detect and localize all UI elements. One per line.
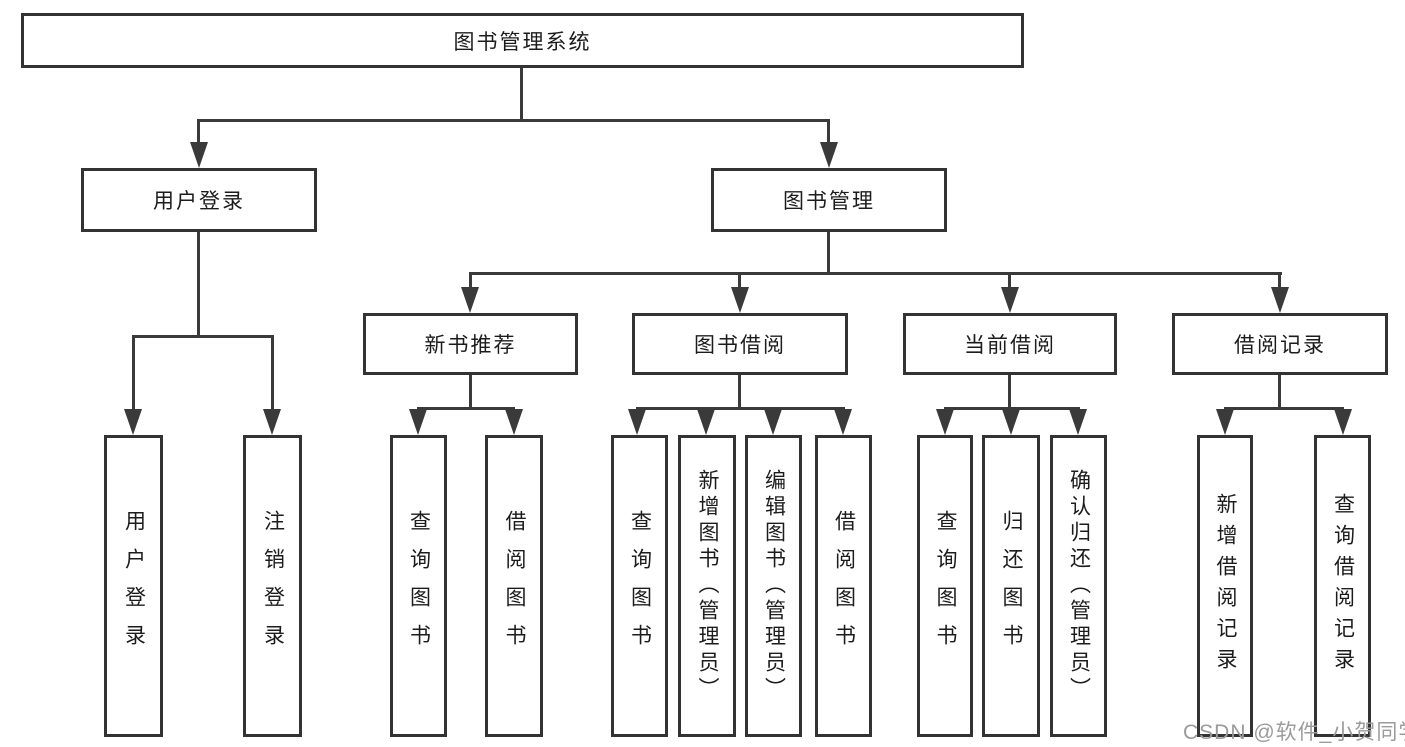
arrowhead-current-query-icon bbox=[936, 409, 954, 435]
csdn-watermark: CSDN @软件_小贺同学 bbox=[1183, 721, 1405, 744]
arrowhead-current-confirm-icon bbox=[1069, 409, 1087, 435]
connector-current-borrowing-branch bbox=[944, 407, 1080, 410]
connector-book-borrowing-branch bbox=[636, 407, 845, 410]
leaf-borrowing-add-books: 新增图书（管理员） bbox=[678, 435, 736, 737]
connector-borrowing-records-branch bbox=[1224, 407, 1344, 410]
arrowhead-current-borrowing-icon bbox=[1001, 287, 1019, 313]
leaf-borrowing-query-books: 查询图书 bbox=[611, 435, 668, 737]
arrowhead-book-management-icon bbox=[820, 142, 838, 168]
arrowhead-records-add-icon bbox=[1216, 409, 1234, 435]
node-borrowing-records: 借阅记录 bbox=[1172, 313, 1388, 375]
leaf-borrowing-edit-books: 编辑图书（管理员） bbox=[745, 435, 802, 737]
connector-drop-current-borrowing bbox=[1008, 272, 1011, 290]
connector-borrowing-records-stem bbox=[1278, 375, 1281, 410]
arrowhead-current-return-icon bbox=[1002, 409, 1020, 435]
leaf-logout: 注销登录 bbox=[243, 435, 302, 737]
connector-drop-book-management bbox=[827, 119, 830, 145]
leaf-current-return-books: 归还图书 bbox=[982, 435, 1040, 737]
node-book-management: 图书管理 bbox=[711, 168, 947, 232]
node-new-book-recommend: 新书推荐 bbox=[363, 313, 578, 375]
leaf-borrowing-borrow-books: 借阅图书 bbox=[815, 435, 872, 737]
arrowhead-new-book-recommend-icon bbox=[461, 287, 479, 313]
arrowhead-records-query-icon bbox=[1334, 409, 1352, 435]
connector-drop-book-borrowing bbox=[738, 272, 741, 290]
node-book-borrowing: 图书借阅 bbox=[632, 313, 848, 375]
leaf-user-login: 用户登录 bbox=[104, 435, 163, 737]
arrowhead-borrowing-records-icon bbox=[1271, 287, 1289, 313]
node-root: 图书管理系统 bbox=[21, 13, 1024, 68]
connector-root-stem bbox=[520, 68, 523, 121]
arrowhead-leaf-user-login-icon bbox=[124, 409, 142, 435]
connector-drop-user-login bbox=[197, 119, 200, 145]
connector-new-book-recommend-stem bbox=[469, 375, 472, 410]
connector-user-login-stem bbox=[197, 232, 200, 338]
node-current-borrowing: 当前借阅 bbox=[903, 313, 1117, 375]
connector-book-borrowing-stem bbox=[738, 375, 741, 410]
arrowhead-recommend-query-icon bbox=[409, 409, 427, 435]
connector-current-borrowing-stem bbox=[1008, 375, 1011, 410]
arrowhead-borrowing-borrow-icon bbox=[834, 409, 852, 435]
connector-user-login-branch bbox=[132, 335, 274, 338]
arrowhead-book-borrowing-icon bbox=[731, 287, 749, 313]
arrowhead-borrowing-add-icon bbox=[697, 409, 715, 435]
leaf-current-confirm-return: 确认归还（管理员） bbox=[1050, 435, 1107, 737]
connector-new-book-recommend-branch bbox=[417, 407, 515, 410]
connector-root-branch bbox=[197, 119, 830, 122]
arrowhead-borrowing-edit-icon bbox=[764, 409, 782, 435]
leaf-current-query-books: 查询图书 bbox=[917, 435, 973, 737]
arrowhead-recommend-borrow-icon bbox=[505, 409, 523, 435]
node-user-login: 用户登录 bbox=[81, 168, 317, 232]
arrowhead-leaf-logout-icon bbox=[263, 409, 281, 435]
connector-drop-borrowing-records bbox=[1278, 272, 1281, 290]
arrowhead-borrowing-query-icon bbox=[628, 409, 646, 435]
leaf-records-add-record: 新增借阅记录 bbox=[1197, 435, 1253, 737]
leaf-recommend-borrow-books: 借阅图书 bbox=[485, 435, 543, 737]
arrowhead-user-login-icon bbox=[190, 142, 208, 168]
connector-drop-new-book-recommend bbox=[469, 272, 472, 290]
leaf-recommend-query-books: 查询图书 bbox=[390, 435, 447, 737]
connector-drop-leaf-user-login bbox=[132, 335, 135, 411]
connector-book-management-stem bbox=[827, 232, 830, 274]
leaf-records-query-record: 查询借阅记录 bbox=[1314, 435, 1371, 737]
connector-book-management-branch bbox=[469, 272, 1282, 275]
connector-drop-leaf-logout bbox=[271, 335, 274, 411]
